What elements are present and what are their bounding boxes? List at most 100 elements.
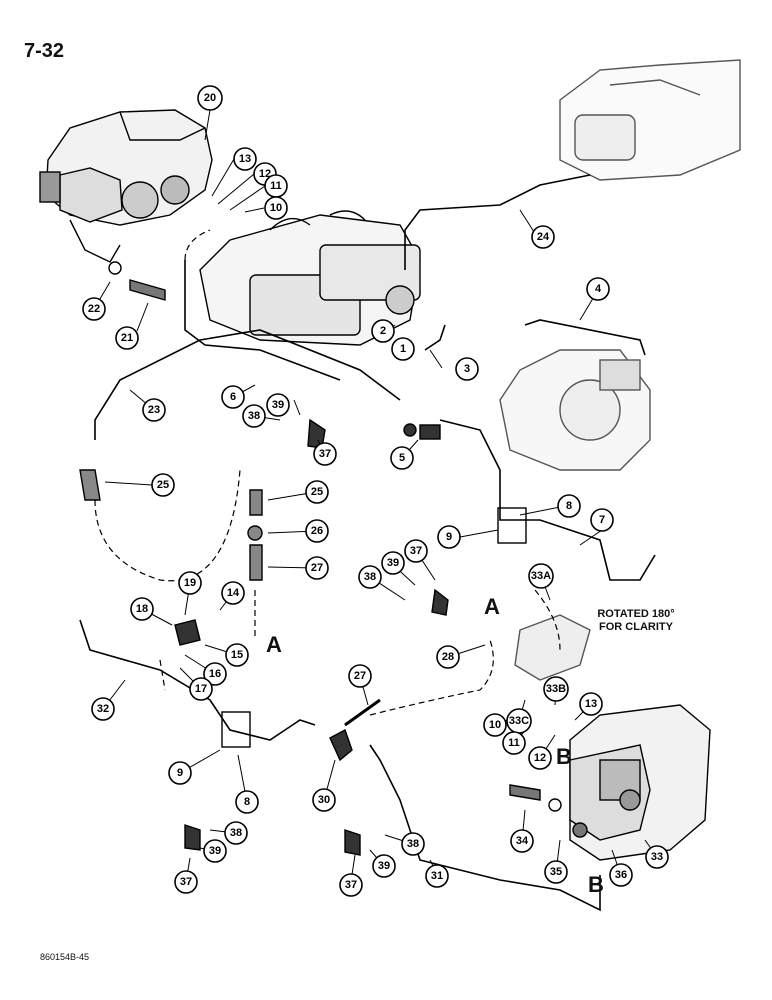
- svg-text:20: 20: [204, 92, 216, 104]
- svg-text:33: 33: [651, 851, 663, 863]
- svg-text:11: 11: [508, 737, 520, 749]
- callout-14: 14: [221, 581, 245, 605]
- callout-38: 38: [224, 821, 248, 845]
- callout-27: 27: [305, 556, 329, 580]
- callout-26: 26: [305, 519, 329, 543]
- callout-33B: 33B: [543, 676, 569, 702]
- callout-28: 28: [436, 645, 460, 669]
- callout-25: 25: [151, 473, 175, 497]
- svg-text:33B: 33B: [546, 683, 566, 695]
- callout-7: 7: [590, 508, 614, 532]
- callout-38: 38: [242, 404, 266, 428]
- svg-text:27: 27: [354, 670, 366, 682]
- callout-39: 39: [203, 839, 227, 863]
- view-letter-b: B: [556, 744, 572, 769]
- callout-39: 39: [372, 854, 396, 878]
- svg-text:32: 32: [97, 703, 109, 715]
- svg-text:14: 14: [227, 587, 240, 599]
- page-number: 7-32: [24, 40, 65, 62]
- clips-and-hardware: [79, 261, 588, 856]
- rotated-fitting-illustration: [514, 614, 591, 681]
- svg-text:28: 28: [442, 651, 454, 663]
- svg-text:2: 2: [380, 325, 386, 337]
- callout-20: 20: [197, 85, 223, 111]
- callout-15: 15: [225, 643, 249, 667]
- svg-text:33C: 33C: [509, 715, 529, 727]
- callout-33A: 33A: [528, 563, 554, 589]
- callout-12: 12: [528, 746, 552, 770]
- callout-19: 19: [178, 571, 202, 595]
- callout-35: 35: [544, 860, 568, 884]
- svg-text:6: 6: [230, 391, 236, 403]
- svg-text:37: 37: [345, 879, 357, 891]
- svg-text:25: 25: [157, 479, 169, 491]
- callout-18: 18: [130, 597, 154, 621]
- callout-13: 13: [233, 147, 257, 171]
- callout-38: 38: [358, 565, 382, 589]
- svg-text:8: 8: [566, 500, 572, 512]
- svg-text:1: 1: [400, 343, 406, 355]
- svg-text:12: 12: [259, 168, 271, 180]
- callout-13: 13: [579, 692, 603, 716]
- callout-3: 3: [455, 357, 479, 381]
- svg-text:37: 37: [180, 876, 192, 888]
- brake-valve-lower-illustration: [569, 704, 711, 861]
- brake-assembly-right-illustration: [499, 349, 651, 471]
- callout-37: 37: [313, 442, 337, 466]
- callout-27: 27: [348, 664, 372, 688]
- brake-valve-upper-illustration: [39, 109, 213, 263]
- svg-text:38: 38: [364, 571, 376, 583]
- callout-17: 17: [189, 677, 213, 701]
- svg-text:38: 38: [407, 838, 419, 850]
- callout-30: 30: [312, 788, 336, 812]
- svg-text:4: 4: [595, 283, 602, 295]
- svg-text:25: 25: [311, 486, 323, 498]
- svg-text:39: 39: [378, 860, 390, 872]
- callout-31: 31: [425, 864, 449, 888]
- callout-24: 24: [531, 225, 555, 249]
- callout-32: 32: [91, 697, 115, 721]
- callout-1: 1: [391, 337, 415, 361]
- callout-37: 37: [339, 873, 363, 897]
- transmission-illustration: [559, 59, 741, 181]
- callout-37: 37: [174, 870, 198, 894]
- callout-37: 37: [404, 539, 428, 563]
- callout-36: 36: [609, 863, 633, 887]
- callout-38: 38: [401, 832, 425, 856]
- callout-34: 34: [510, 829, 534, 853]
- svg-text:39: 39: [387, 557, 399, 569]
- document-code: 860154B-45: [40, 952, 90, 962]
- svg-text:8: 8: [244, 796, 250, 808]
- svg-text:39: 39: [272, 399, 284, 411]
- callout-11: 11: [264, 174, 288, 198]
- view-letter-b: B: [588, 872, 604, 897]
- svg-text:27: 27: [311, 562, 323, 574]
- callout-22: 22: [82, 297, 106, 321]
- svg-text:22: 22: [88, 303, 100, 315]
- view-letter-a: A: [484, 594, 500, 619]
- svg-text:26: 26: [311, 525, 323, 537]
- callout-25: 25: [305, 480, 329, 504]
- svg-text:19: 19: [184, 577, 196, 589]
- svg-text:10: 10: [489, 719, 501, 731]
- callout-4: 4: [586, 277, 610, 301]
- callout-5: 5: [390, 446, 414, 470]
- svg-text:13: 13: [585, 698, 597, 710]
- callout-33C: 33C: [506, 708, 532, 734]
- svg-text:7: 7: [599, 514, 605, 526]
- callout-23: 23: [142, 398, 166, 422]
- callout-6: 6: [221, 385, 245, 409]
- callout-9: 9: [168, 761, 192, 785]
- callout-10: 10: [483, 713, 507, 737]
- rotated-note: ROTATED 180° FOR CLARITY: [597, 608, 675, 633]
- callout-bubbles: 20 13 12 11 10 22 21 24 4 2 1 3 6 23 39 …: [82, 85, 669, 897]
- svg-text:12: 12: [534, 752, 546, 764]
- svg-text:18: 18: [136, 603, 148, 615]
- svg-text:24: 24: [537, 231, 550, 243]
- connection-leaders: [94, 229, 561, 716]
- svg-text:37: 37: [410, 545, 422, 557]
- svg-text:33A: 33A: [531, 570, 551, 582]
- svg-text:21: 21: [121, 332, 133, 344]
- svg-text:10: 10: [270, 202, 282, 214]
